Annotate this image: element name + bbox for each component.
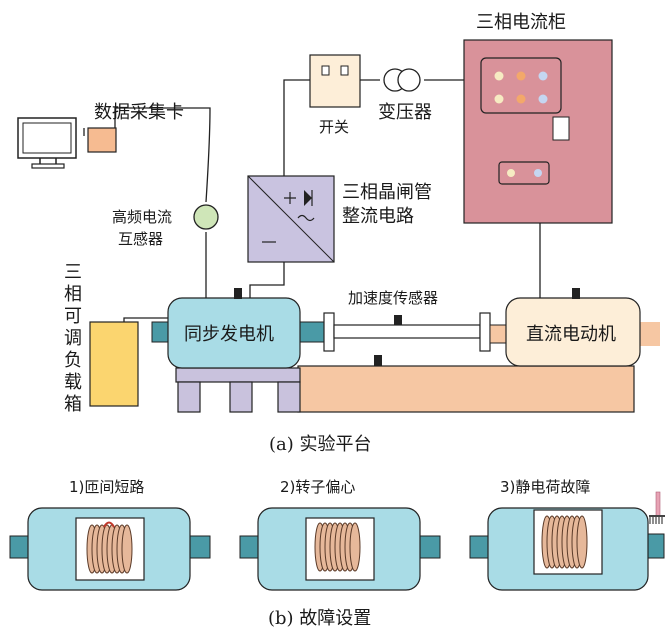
coupling-shaft [323,312,491,352]
rectifier-to-generator-wire [249,262,285,300]
svg-text:调: 调 [64,328,82,349]
dc-motor-label: 直流电动机 [526,324,616,345]
svg-text:箱: 箱 [64,394,82,415]
indicator-light-icon [494,94,504,104]
fault-label: 1)匝间短路 [69,478,144,496]
fault-label: 2)转子偏心 [280,478,355,496]
wiring [83,79,541,328]
indicator-light-icon [516,94,526,104]
hf-ct-label-line2: 互感器 [118,230,163,248]
dc-motor [489,288,660,367]
accelerometer-sensor-icon [394,315,402,325]
generator-label: 同步发电机 [184,324,274,345]
svg-text:可: 可 [64,306,82,327]
hf-ct-label-line1: 高频电流 [112,208,172,226]
bench-platform [297,365,635,413]
cabinet-meter [552,116,570,141]
cabinet-label: 三相电流柜 [476,12,566,33]
indicator-light-icon [538,94,548,104]
thyristor-label-line2: 整流电路 [342,206,414,227]
adjustable-load-box [89,321,139,407]
coil-icon [86,524,133,574]
caption-a: (a) 实验平台 [269,434,372,455]
computer-monitor-icon [17,117,77,169]
daq-signal-wire [114,107,211,203]
switch-label: 开关 [319,118,349,136]
svg-text:负: 负 [64,350,82,371]
daq-card-box [87,127,117,153]
fault-static-charge: 3)静电荷故障 [469,478,665,591]
cabinet-output-terminal [498,161,550,185]
fault-interturn-short: 1)匝间短路 [9,478,211,591]
svg-text:相: 相 [64,284,82,305]
current-transformer-icon [193,204,219,230]
svg-text:三: 三 [64,262,82,283]
switch-box [309,54,361,108]
switch-to-rectifier-wire [283,79,310,176]
coil-icon [541,515,588,569]
thyristor-rectifier-box [247,175,335,263]
short-circuit-mark-icon [103,521,115,528]
daq-card-label: 数据采集卡 [94,102,184,123]
indicator-light-icon [516,71,526,81]
three-phase-cabinet [463,39,613,224]
thyristor-label-line1: 三相晶闸管 [342,182,432,203]
svg-text:载: 载 [64,372,82,393]
coil-icon [314,522,361,572]
static-brush-icon [649,491,665,524]
indicator-light-icon [538,71,548,81]
generator-stand [175,367,301,383]
accelerometer-sensor-icon [374,355,382,366]
cabinet-indicator-panel [480,57,562,114]
transformer-icon [383,68,421,92]
synchronous-generator [151,288,325,369]
accelerometer-label: 加速度传感器 [348,289,438,307]
test-bench [175,355,635,413]
transformer-label: 变压器 [378,102,432,123]
fault-label: 3)静电荷故障 [500,478,590,496]
caption-b: (b) 故障设置 [268,608,371,629]
fault-rotor-eccentricity: 2)转子偏心 [239,478,441,591]
accelerometer-sensor-icon [572,288,580,299]
accelerometer-sensor-icon [234,288,242,299]
indicator-light-icon [494,71,504,81]
load-box-label: 三 相 可 调 负 载 箱 [64,262,82,415]
